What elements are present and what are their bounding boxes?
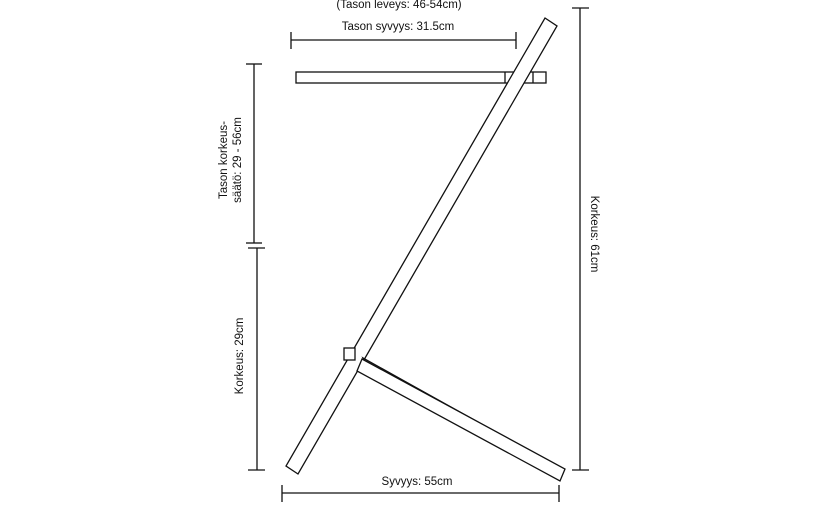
top-depth-dimension: Tason syvyys: 31.5cm — [290, 21, 517, 49]
top-depth-label: Tason syvyys: 31.5cm — [342, 21, 454, 33]
table-top-board — [295, 71, 547, 84]
total-height-dimension: Korkeus: 61cm — [572, 7, 600, 471]
top-height-adjust-label-line2: säätö: 29 - 56cm — [232, 117, 244, 203]
support-leg-body — [356, 358, 566, 482]
top-height-adjust-label-line1: Tason korkeus- — [218, 121, 230, 199]
top-height-adjust-dimension: Tason korkeus- säätö: 29 - 56cm — [218, 63, 262, 244]
depth-dimension: Syvyys: 55cm — [281, 476, 560, 502]
depth-label: Syvyys: 55cm — [382, 476, 453, 488]
joint-block — [343, 347, 356, 361]
top-width-label: (Tason leveys: 46-54cm) — [336, 0, 461, 11]
lower-height-dimension: Korkeus: 29cm — [234, 247, 265, 471]
lower-height-label: Korkeus: 29cm — [234, 318, 246, 395]
total-height-label: Korkeus: 61cm — [588, 196, 600, 273]
